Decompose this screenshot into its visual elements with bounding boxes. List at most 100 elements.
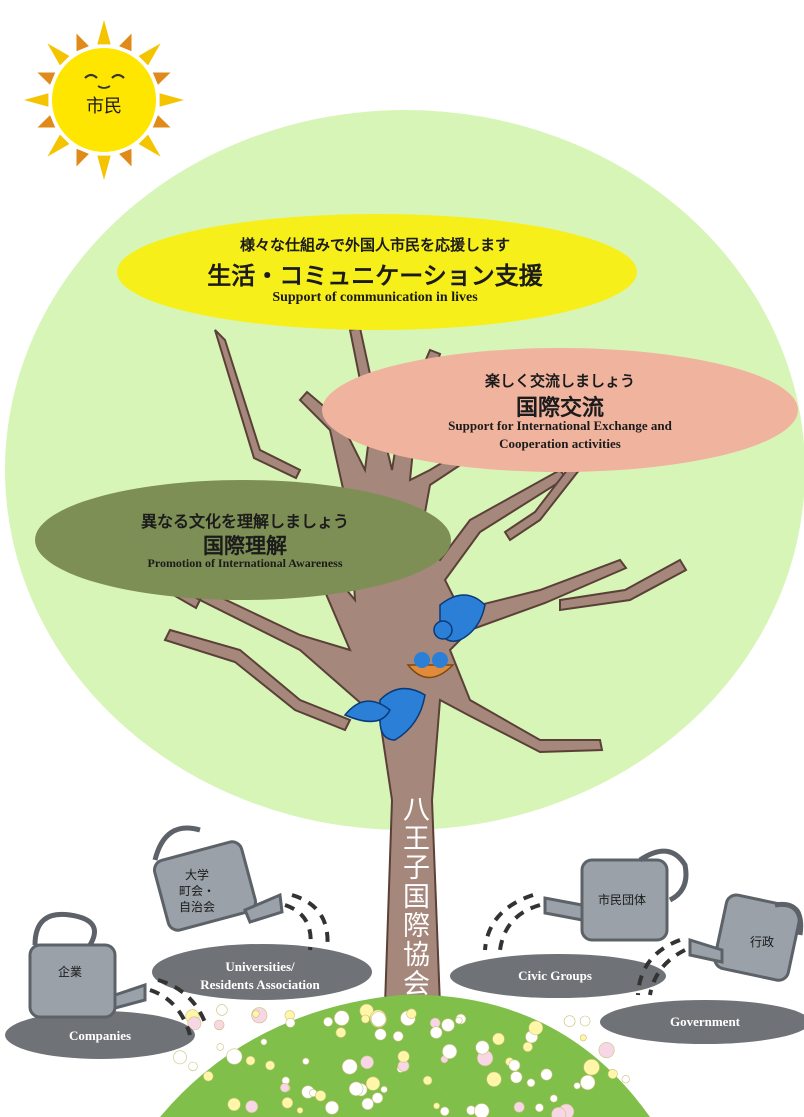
exchange-english-line1: Support for International Exchange and [448, 418, 672, 433]
flower [260, 1038, 268, 1046]
sun-label: 市民 [86, 96, 122, 117]
government-can-label: 行政 [749, 935, 774, 949]
sun-ray [159, 93, 184, 107]
flower [187, 1016, 202, 1031]
sun-ray [138, 43, 161, 66]
flower [361, 1097, 374, 1110]
sun-ray [76, 148, 89, 167]
awareness-title: 国際理解 [203, 534, 287, 558]
flower [279, 1082, 290, 1093]
government-label: Government [669, 1014, 741, 1029]
flower [563, 1015, 576, 1028]
flower [492, 1032, 505, 1046]
flower [214, 1019, 225, 1031]
flower [227, 1097, 241, 1111]
sun-ray [119, 148, 132, 167]
flower [442, 1044, 458, 1060]
flower [513, 1101, 525, 1113]
flower [579, 1015, 591, 1027]
flower [583, 1058, 600, 1076]
flower [380, 1085, 388, 1094]
sun-ray [152, 72, 171, 85]
flower [573, 1082, 581, 1090]
watering-can-icon [28, 825, 804, 1019]
flower [474, 1103, 490, 1117]
flower [540, 1068, 553, 1081]
flower [510, 1071, 523, 1084]
flower [475, 1040, 490, 1055]
universities-can-label-3: 自治会 [178, 900, 215, 914]
sun-ray [47, 43, 70, 66]
flower [455, 1016, 463, 1025]
flower [341, 1058, 358, 1075]
flower [374, 1028, 387, 1041]
universities-label-line1: Universities/ [225, 959, 295, 974]
flower [607, 1069, 618, 1080]
companies-label: Companies [68, 1028, 132, 1043]
flower [598, 1042, 615, 1059]
flower [216, 1004, 228, 1016]
flower [302, 1057, 310, 1065]
support-bubble [117, 214, 637, 330]
companies-can-label: 企業 [57, 965, 82, 979]
flower [433, 1102, 440, 1110]
sun-ray [119, 33, 132, 52]
flower [335, 1027, 347, 1038]
universities-can-label-2: 町会・ [178, 884, 215, 898]
flower [441, 1018, 455, 1032]
flower [440, 1106, 450, 1117]
flower [535, 1103, 544, 1113]
flower [252, 1010, 260, 1018]
flower [422, 1075, 433, 1086]
exchange-subtitle: 楽しく交流しましょう [484, 372, 635, 390]
flower [392, 1031, 404, 1042]
nest-icon [406, 652, 455, 679]
sun-ray [37, 72, 56, 85]
sun-ray [24, 93, 49, 107]
exchange-title: 国際交流 [515, 396, 604, 421]
exchange-english-line2: Cooperation activities [499, 436, 621, 451]
flower [296, 1107, 304, 1114]
flower [406, 1008, 417, 1019]
flower [371, 1092, 384, 1104]
flower [579, 1034, 587, 1042]
flower [397, 1050, 410, 1063]
flower [365, 1076, 381, 1091]
flower [360, 1014, 370, 1024]
flower [430, 1026, 443, 1039]
flower [188, 1061, 198, 1072]
awareness-subtitle: 異なる文化を理解しましょう [140, 512, 349, 531]
flower [173, 1050, 187, 1065]
flower [323, 1016, 333, 1027]
sun-ray [97, 20, 111, 45]
flower-cluster [173, 1003, 630, 1117]
bird-icon [343, 594, 486, 741]
support-english: Support of communication in lives [272, 290, 478, 305]
flower [522, 1041, 533, 1052]
civic-label: Civic Groups [518, 968, 592, 983]
sun-ray [47, 134, 70, 157]
flower [325, 1100, 339, 1115]
awareness-english: Promotion of International Awareness [147, 556, 343, 570]
support-title: 生活・コミュニケーション支援 [207, 262, 543, 290]
sun-icon [24, 20, 184, 180]
flower [348, 1081, 364, 1097]
flower [281, 1097, 294, 1109]
flower [580, 1074, 596, 1091]
sun-ray [97, 155, 111, 180]
flower [226, 1048, 243, 1065]
civic-oval [450, 954, 666, 998]
awareness-bubble [35, 480, 451, 600]
sun-ray [76, 33, 89, 52]
flower [360, 1055, 374, 1070]
support-subtitle: 様々な仕組みで外国人市民を応援します [239, 236, 510, 254]
flower [216, 1043, 224, 1051]
universities-oval [152, 944, 372, 1000]
water-streams [149, 893, 686, 1036]
sun-ray [37, 115, 56, 128]
flower [486, 1071, 502, 1087]
flower [551, 1107, 567, 1117]
flower [285, 1017, 296, 1028]
universities-label-line2: Residents Association [200, 977, 320, 992]
